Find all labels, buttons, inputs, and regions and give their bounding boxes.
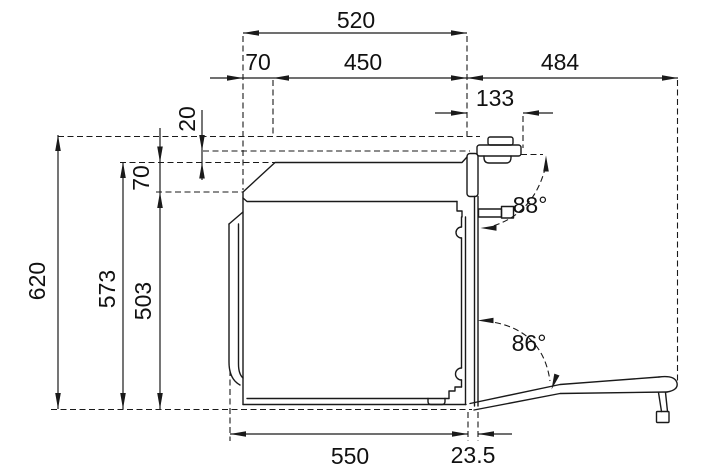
dim-label-573: 573 — [94, 270, 120, 308]
front-frame-step — [456, 200, 463, 218]
door-panel-closed — [473, 195, 479, 407]
open-handle-standoff — [657, 391, 669, 413]
dim-label-484: 484 — [541, 49, 580, 75]
dimension-lines — [57, 32, 678, 435]
dim-label-450: 450 — [344, 49, 382, 75]
dim-label-503: 503 — [130, 282, 156, 320]
handle-underside — [483, 155, 512, 164]
rear-panel-outer — [228, 223, 241, 386]
open-door — [469, 375, 678, 424]
closed-door — [466, 152, 515, 407]
dimension-arrowheads — [55, 30, 678, 437]
open-door-bottom — [473, 391, 668, 411]
arc-88-arrow-bottom — [480, 225, 497, 231]
extension-lines — [51, 36, 679, 441]
knob-cap — [500, 205, 515, 219]
dimension-labels: 520 70 450 484 133 88° 86° 550 23.5 620 … — [24, 7, 579, 469]
swing-arc-88 — [480, 155, 549, 231]
open-door-tip — [658, 375, 678, 393]
bottom-foot — [427, 397, 446, 406]
handle-bar — [476, 144, 522, 157]
rear-step — [228, 211, 244, 225]
dim-label-133: 133 — [476, 85, 514, 111]
cabinet-top-edge — [242, 156, 468, 193]
swing-arc-86 — [477, 317, 560, 390]
arc-86-arrow-top — [477, 317, 494, 324]
open-handle-bar — [655, 410, 670, 424]
dim-label-20: 20 — [174, 106, 200, 132]
oven-body-outline — [228, 156, 468, 406]
open-door-top — [469, 376, 660, 405]
dim-label-70-top: 70 — [245, 49, 271, 75]
hinge-bumps — [454, 226, 463, 381]
inner-top-line — [242, 197, 458, 203]
dim-label-235: 23.5 — [451, 442, 496, 468]
door-top-section — [466, 152, 479, 198]
frame-bottom-step — [448, 386, 463, 400]
arc-88 — [492, 166, 547, 227]
dim-label-550: 550 — [331, 443, 369, 469]
handle-top — [487, 136, 514, 146]
arc-86-arrow-bottom — [551, 373, 560, 390]
arc-88-arrow-top — [543, 155, 549, 172]
knob-shaft — [477, 208, 503, 218]
dim-label-620: 620 — [24, 262, 50, 300]
dim-label-520: 520 — [337, 7, 375, 33]
dim-label-88deg: 88° — [513, 192, 548, 218]
rear-panel-inner — [237, 223, 244, 379]
dim-label-70-left: 70 — [128, 165, 154, 191]
arc-86 — [494, 321, 551, 382]
dim-label-86deg: 86° — [512, 330, 547, 356]
door-handle — [476, 136, 522, 164]
